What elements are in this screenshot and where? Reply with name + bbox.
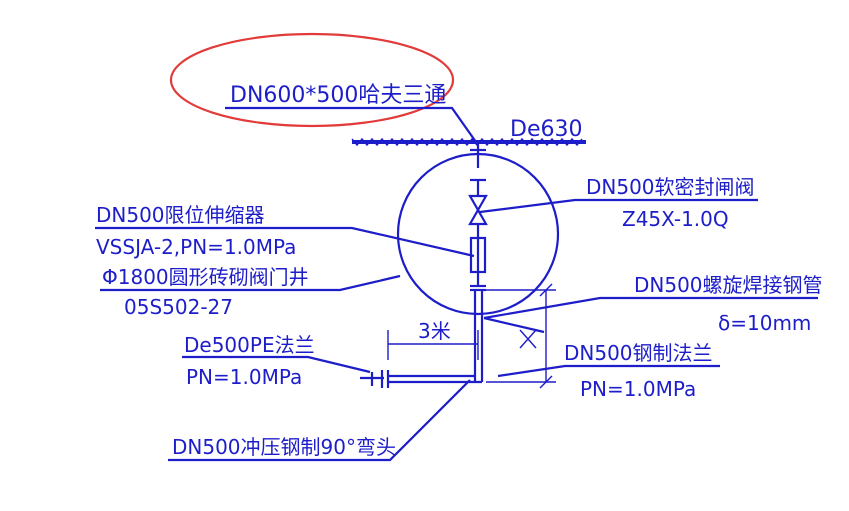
leader-lines xyxy=(95,106,818,462)
valve-name-label: DN500软密封闸阀 xyxy=(586,175,755,199)
highlight-ellipse xyxy=(169,32,455,128)
pe-flange-label: De500PE法兰 xyxy=(184,333,315,357)
steel-flange-pn-label: PN=1.0MPa xyxy=(580,377,696,401)
spiral-thickness-label: δ=10mm xyxy=(718,311,811,335)
limiter-model-label: VSSJA-2,PN=1.0MPa xyxy=(96,235,296,259)
tee-label: DN600*500哈夫三通 xyxy=(230,83,446,108)
dimension-3m xyxy=(387,330,479,360)
dimension-vertical xyxy=(486,283,556,389)
branch-pipe xyxy=(360,142,488,388)
steel-flange-label: DN500钢制法兰 xyxy=(564,341,713,365)
valve-model-label: Z45X-1.0Q xyxy=(622,207,729,231)
pe-flange-pn-label: PN=1.0MPa xyxy=(186,365,302,389)
elbow-label: DN500冲压钢制90°弯头 xyxy=(172,435,396,459)
well-name-label: Φ1800圆形砖砌阀门井 xyxy=(102,265,309,289)
spiral-pipe-label: DN500螺旋焊接钢管 xyxy=(634,273,823,297)
main-pipe-label: De630 xyxy=(510,117,582,142)
distance-label: 3米 xyxy=(418,319,451,343)
limiter-name-label: DN500限位伸缩器 xyxy=(96,203,265,227)
well-std-label: 05S502-27 xyxy=(124,295,233,319)
